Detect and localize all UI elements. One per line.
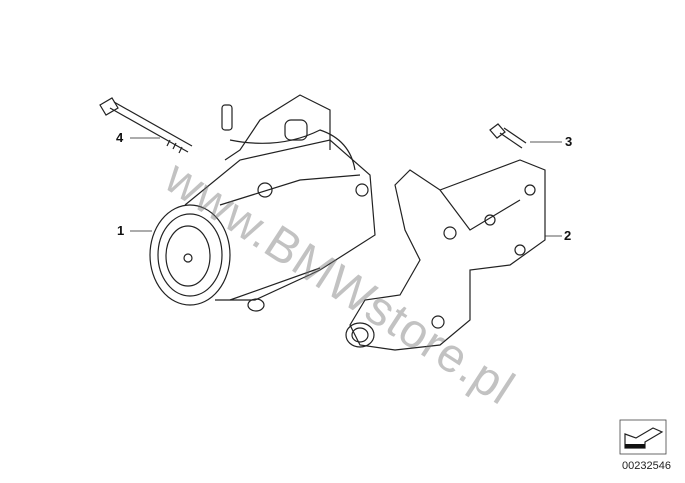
callout-3[interactable]: 3	[565, 134, 573, 149]
diagram-number: 00232546	[622, 460, 671, 472]
callout-2[interactable]: 2	[564, 228, 572, 243]
bracket-drawing	[345, 159, 546, 351]
callout-1[interactable]: 1	[117, 223, 125, 238]
callout-4[interactable]: 4	[116, 130, 124, 145]
short-bolt-drawing	[489, 123, 527, 149]
arrow-icon	[619, 419, 667, 455]
compressor-drawing	[149, 94, 376, 312]
long-bolt-drawing	[99, 97, 193, 154]
